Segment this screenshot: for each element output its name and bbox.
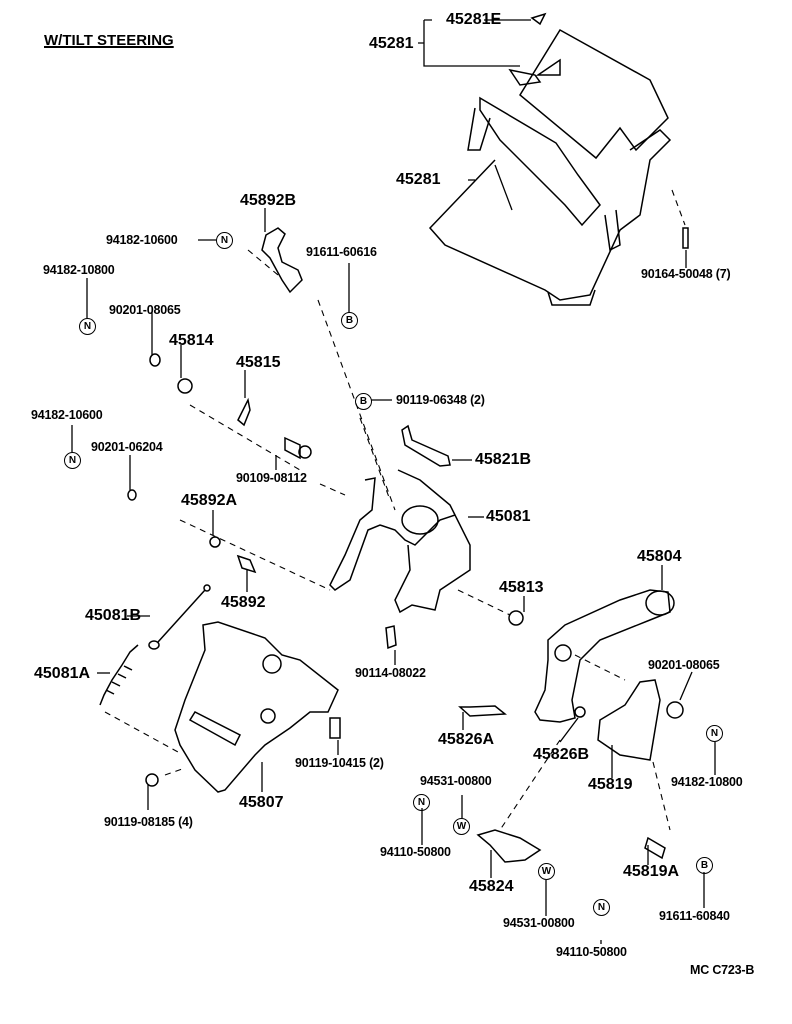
diagram-title: W/TILT STEERING [44,32,174,49]
part-label-90119-10415[interactable]: 90119-10415 (2) [295,756,384,770]
part-label-90109-08112[interactable]: 90109-08112 [236,471,307,485]
n-symbol-icon: N [413,794,430,811]
part-label-45081A[interactable]: 45081A [34,665,91,682]
part-label-94182-10800-a[interactable]: 94182-10800 [43,263,115,277]
part-label-90114-08022[interactable]: 90114-08022 [355,666,426,680]
plate-45819[interactable] [597,679,661,761]
part-label-45892[interactable]: 45892 [221,594,266,611]
part-label-90201-06204[interactable]: 90201-06204 [91,440,163,454]
screw-90164[interactable] [671,189,689,249]
part-label-45824[interactable]: 45824 [469,878,514,895]
tilt-bracket-45081[interactable] [329,469,471,614]
part-label-45819[interactable]: 45819 [588,776,633,793]
bracket-45807[interactable] [174,621,339,793]
part-label-45813[interactable]: 45813 [499,579,544,596]
b-symbol-icon: B [696,857,713,874]
b-symbol-icon: B [355,393,372,410]
part-label-45815[interactable]: 45815 [236,354,281,371]
part-label-94110-50800-a[interactable]: 94110-50800 [380,845,451,859]
part-label-45081B[interactable]: 45081B [85,607,142,624]
n-symbol-icon: N [216,232,233,249]
part-label-94531-00800-a[interactable]: 94531-00800 [420,774,492,788]
w-symbol-icon: W [538,863,555,880]
n-symbol-icon: N [79,318,96,335]
n-symbol-icon: N [706,725,723,742]
part-label-45821B[interactable]: 45821B [475,451,532,468]
part-label-45807[interactable]: 45807 [239,794,284,811]
part-label-45892A[interactable]: 45892A [181,492,238,509]
part-label-45892B[interactable]: 45892B [240,192,297,209]
part-label-45281-upper[interactable]: 45281 [369,35,414,52]
steering-column-cover[interactable] [428,12,672,306]
part-label-45281-lower[interactable]: 45281 [396,171,441,188]
part-label-45819A[interactable]: 45819A [623,863,680,880]
part-label-91611-60616[interactable]: 91611-60616 [306,245,377,259]
part-label-94110-50800-b[interactable]: 94110-50800 [556,945,627,959]
part-label-45814[interactable]: 45814 [169,332,214,349]
part-label-90119-06348[interactable]: 90119-06348 (2) [396,393,485,407]
part-label-45081[interactable]: 45081 [486,508,531,525]
part-label-94182-10600-b[interactable]: 94182-10600 [31,408,103,422]
part-label-45826B[interactable]: 45826B [533,746,590,763]
tilt-lever-45804[interactable] [534,589,675,723]
part-label-94182-10600-a[interactable]: 94182-10600 [106,233,178,247]
part-label-45281E[interactable]: 45281E [446,11,502,28]
part-label-90201-08065-a[interactable]: 90201-08065 [109,303,181,317]
part-label-90119-08185[interactable]: 90119-08185 (4) [104,815,193,829]
diagram-code: MC C723-B [690,963,755,977]
part-label-94531-00800-b[interactable]: 94531-00800 [503,916,575,930]
n-symbol-icon: N [593,899,610,916]
part-label-91611-60840[interactable]: 91611-60840 [659,909,730,923]
part-label-45826A[interactable]: 45826A [438,731,495,748]
part-label-90201-08065-b[interactable]: 90201-08065 [648,658,720,672]
part-label-90164-50048[interactable]: 90164-50048 (7) [641,267,731,281]
n-symbol-icon: N [64,452,81,469]
part-label-94182-10800-b[interactable]: 94182-10800 [671,775,743,789]
w-symbol-icon: W [453,818,470,835]
b-symbol-icon: B [341,312,358,329]
part-label-45804[interactable]: 45804 [637,548,682,565]
